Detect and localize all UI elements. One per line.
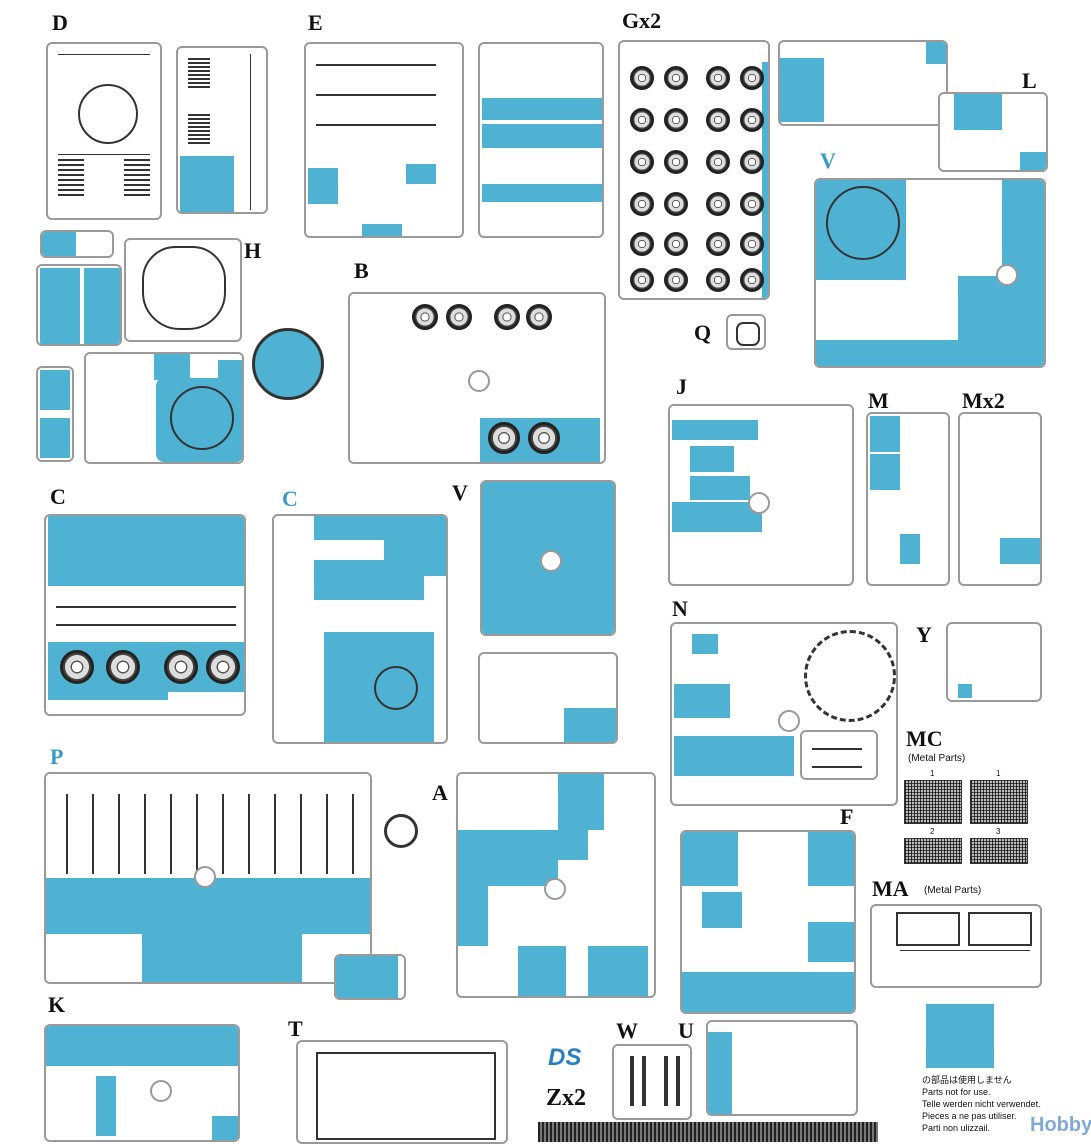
ma-metal-parts-note: (Metal Parts): [924, 885, 982, 896]
notice-en: Parts not for use.: [922, 1087, 991, 1097]
notice-fr: Pieces a ne pas utiliser.: [922, 1111, 1017, 1121]
sprue-label-v: V: [452, 480, 468, 505]
sprue-v-lower: [478, 652, 618, 744]
sprue-label-c-blue: C: [282, 486, 298, 511]
watermark: Hobby: [1030, 1114, 1091, 1136]
sprue-m: [866, 412, 950, 586]
mc-mesh-1b: [970, 780, 1028, 824]
sprue-w: [612, 1044, 692, 1120]
sprue-small-17: [36, 366, 74, 462]
notice-it: Parti non ulizzail.: [922, 1123, 991, 1133]
sprue-label-n: N: [672, 596, 688, 621]
sprue-g-small: [778, 40, 948, 126]
sprue-d-hull: [46, 42, 162, 220]
sprue-label-j: J: [676, 374, 687, 399]
mc-mesh-3: [970, 838, 1028, 864]
sprue-v-large: [814, 178, 1046, 368]
mc-metal-parts-note: (Metal Parts): [908, 753, 966, 764]
sprue-v: [480, 480, 616, 636]
unused-parts-swatch: [926, 1004, 994, 1068]
sprue-c-blue: [272, 514, 448, 744]
sprue-a: [456, 772, 656, 998]
sprue-g-wheels: [618, 40, 770, 300]
ds-logo: DS: [548, 1044, 582, 1071]
sprue-label-v-blue: V: [820, 148, 836, 173]
sprue-label-k: K: [48, 992, 66, 1017]
sprue-n-small: [800, 730, 878, 780]
sprue-label-q: Q: [694, 320, 712, 345]
sprue-label-a: A: [432, 780, 448, 805]
sprue-d-side: [176, 46, 268, 214]
turret-ring-part: [252, 328, 324, 400]
mc-part-number: 3: [996, 827, 1001, 836]
sprue-t: [296, 1040, 508, 1144]
sprue-ma: [870, 904, 1042, 988]
sprue-c: [44, 514, 246, 716]
sprue-p: [44, 772, 372, 984]
sprue-j: [668, 404, 854, 586]
sprue-y: [946, 622, 1042, 702]
sprue-small-24: [40, 230, 114, 258]
mc-mesh-1a: [904, 780, 962, 824]
mc-part-number: 1: [930, 769, 935, 778]
sprue-b: [348, 292, 606, 464]
sprue-h-turret: [124, 238, 242, 342]
sprue-label-mc: MC: [906, 726, 943, 751]
sprue-label-h: H: [244, 238, 262, 263]
sprue-small-16: [36, 264, 122, 346]
sprue-mx2: [958, 412, 1042, 586]
sprue-e-1: [304, 42, 464, 238]
notice-jp: の部品は使用しません: [922, 1075, 1012, 1085]
sprue-label-m: M: [868, 388, 889, 413]
sprue-label-u: U: [678, 1018, 694, 1043]
sprue-h-parts: [84, 352, 244, 464]
sprue-label-t: T: [288, 1016, 303, 1041]
sprue-s: [334, 954, 406, 1000]
sprue-label-b: B: [354, 258, 369, 283]
sprue-label-ma: MA: [872, 876, 909, 901]
sprue-label-l: L: [1022, 68, 1037, 93]
mc-mesh-2: [904, 838, 962, 864]
track-link-strip: [538, 1122, 878, 1142]
sprue-label-mx2: Mx2: [962, 388, 1005, 413]
sprue-f: [680, 830, 856, 1014]
mc-part-number: 2: [930, 827, 935, 836]
mc-part-number: 1: [996, 769, 1001, 778]
sprue-u: [706, 1020, 858, 1116]
sprue-label-y: Y: [916, 622, 932, 647]
sprue-label-zx2: Zx2: [546, 1085, 587, 1111]
sprue-label-f: F: [840, 804, 854, 829]
sprue-label-w: W: [616, 1018, 638, 1043]
sprue-l: [938, 92, 1048, 172]
sprue-label-g: Gx2: [622, 8, 662, 33]
sprue-q: [726, 314, 766, 350]
sprue-label-c: C: [50, 484, 66, 509]
sprue-label-e: E: [308, 10, 323, 35]
sprue-label-p: P: [50, 744, 64, 769]
ring-part-15: [384, 814, 418, 848]
sprue-label-d: D: [52, 10, 68, 35]
sprue-e-2: [478, 42, 604, 238]
sprue-k: [44, 1024, 240, 1142]
notice-de: Telle werden nicht verwendet.: [922, 1099, 1041, 1109]
